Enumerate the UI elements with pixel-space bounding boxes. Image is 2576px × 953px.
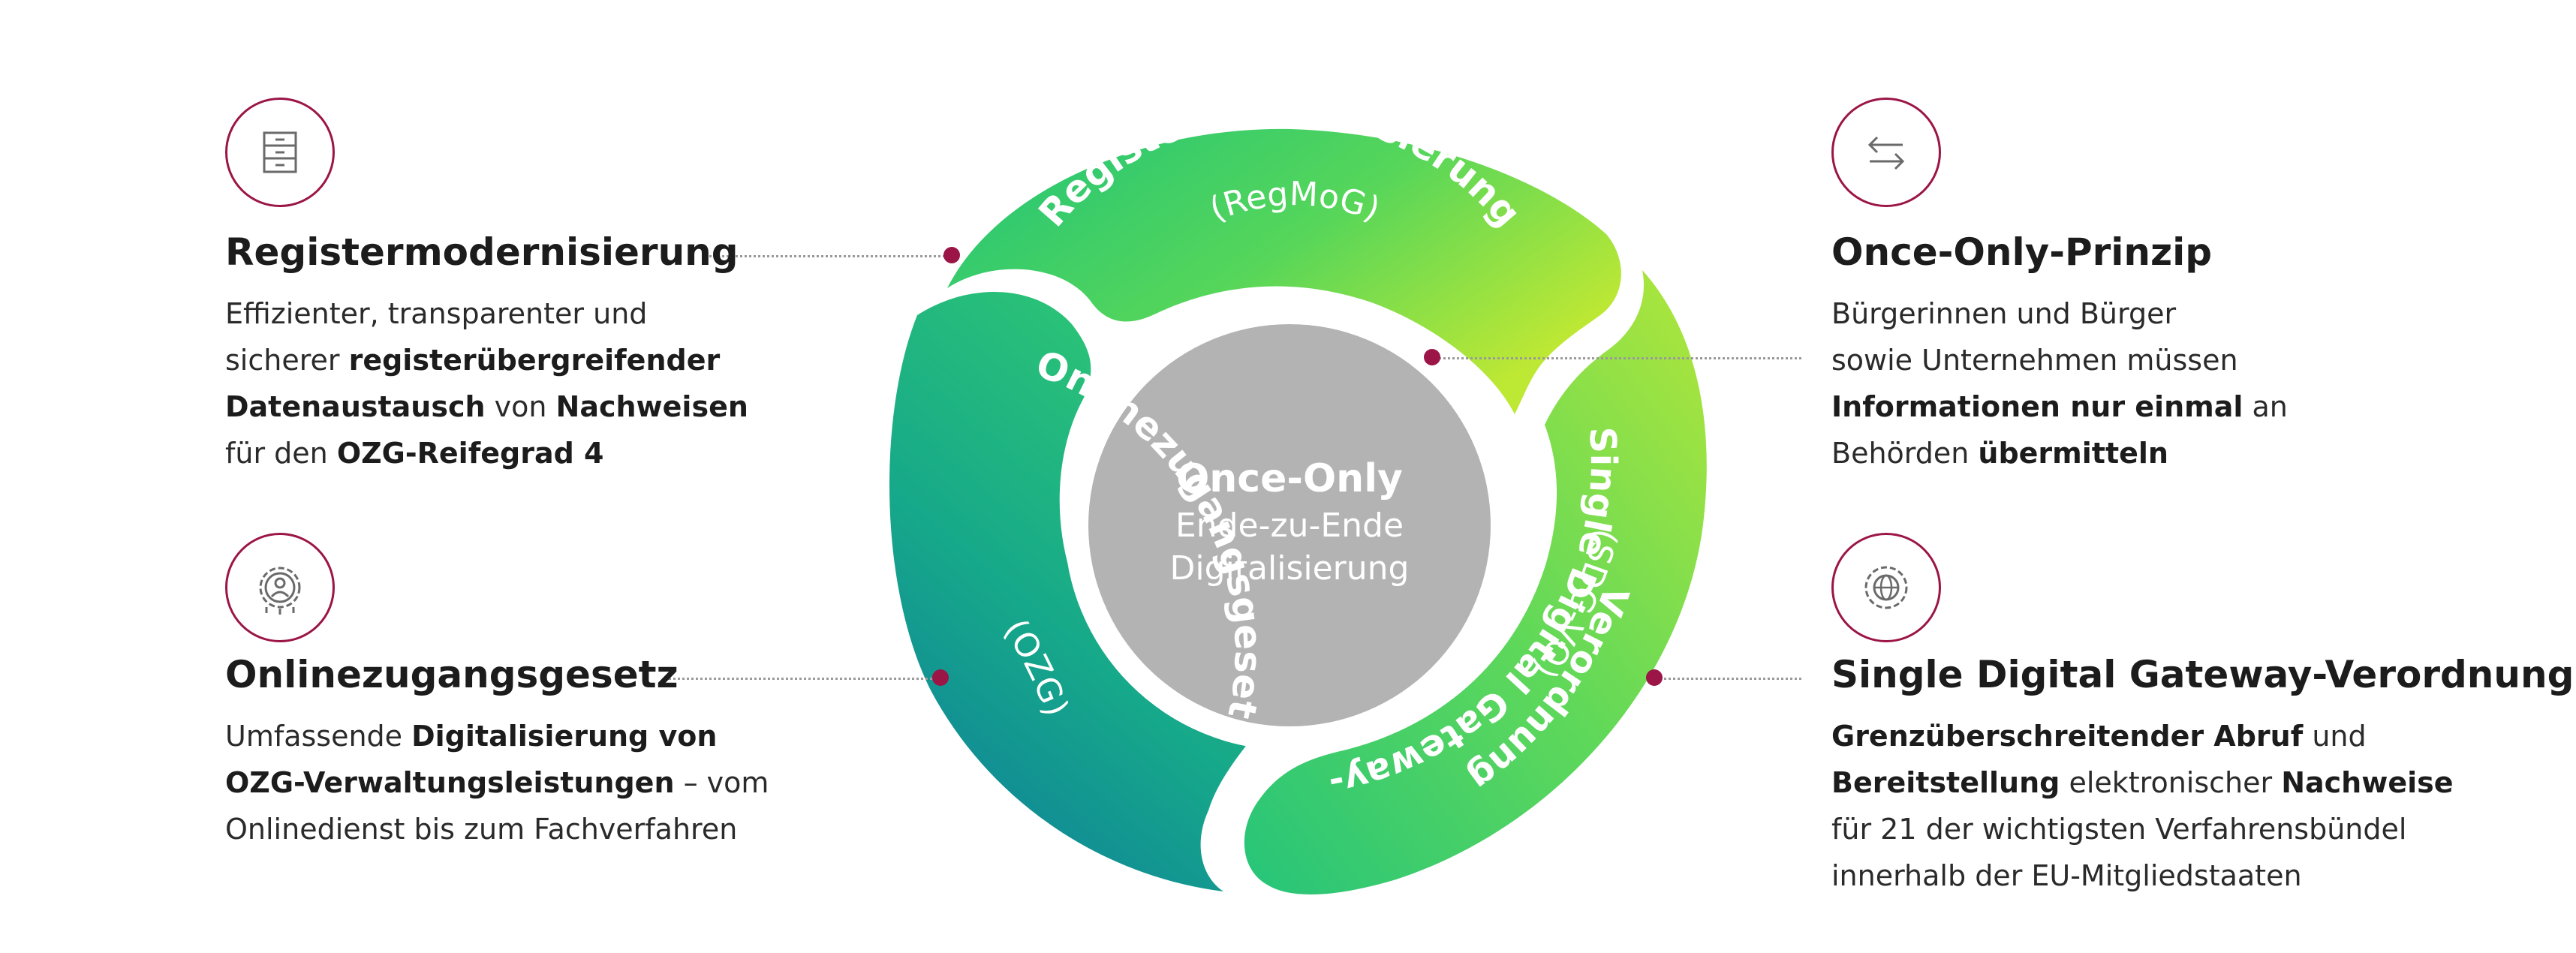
segment-registermodernisierung — [947, 128, 1621, 414]
sdg-line-4: innerhalb der EU-Mitgliedstaaten — [1831, 852, 2574, 899]
register-emphasis: OZG-Reifegrad 4 — [336, 437, 604, 470]
sdg-emphasis: Bereitstellung — [1831, 766, 2060, 799]
onceonly-emphasis: übermitteln — [1978, 437, 2168, 470]
connector-onceonly — [1434, 357, 1801, 359]
connector-dot-onceonly — [1424, 349, 1440, 365]
ozg-text: Onlinedienst bis zum Fachverfahren — [225, 813, 738, 846]
ozg-emphasis: OZG-Verwaltungsleistungen — [225, 766, 675, 799]
ozg-line-2: OZG-Verwaltungsleistungen – vom — [225, 759, 769, 806]
ozg-line-3: Onlinedienst bis zum Fachverfahren — [225, 806, 769, 852]
register-line-3: Datenaustausch von Nachweisen — [225, 383, 748, 430]
connector-ozg — [668, 678, 938, 680]
sdg-text: innerhalb der EU-Mitgliedstaaten — [1831, 859, 2302, 892]
icon-circle-ozg — [225, 533, 335, 642]
register-line-1: Effizienter, transparenter und — [225, 290, 748, 337]
icon-circle-register — [225, 98, 335, 207]
connector-dot-ozg — [932, 669, 949, 686]
onceonly-line-3: Informationen nur einmal an — [1831, 383, 2288, 430]
info-block-register: Registermodernisierung Effizienter, tran… — [225, 229, 748, 476]
ozg-title: Onlinezugangsgesetz — [225, 653, 679, 696]
sdg-line-2: Bereitstellung elektronischer Nachweise — [1831, 759, 2574, 806]
sdg-line-1: Grenzüberschreitender Abruf und — [1831, 713, 2574, 759]
sdg-text: für 21 der wichtigsten Verfahrensbündel — [1831, 813, 2407, 846]
info-block-onceonly: Once-Only-Prinzip Bürgerinnen und Bürger… — [1831, 229, 2288, 476]
segment-single-digital-gateway — [1244, 270, 1707, 894]
info-block-ozg: Onlinezugangsgesetz Umfassende Digitalis… — [225, 651, 769, 852]
ozg-emphasis: Digitalisierung von — [411, 720, 718, 753]
gear-globe-icon — [1864, 566, 1908, 609]
connector-register — [709, 255, 949, 257]
sdg-emphasis: Grenzüberschreitender Abruf — [1831, 720, 2304, 753]
ozg-line-1: Umfassende Digitalisierung von — [225, 713, 769, 759]
connector-dot-sdg — [1646, 669, 1663, 686]
sdg-text: elektronischer — [2060, 766, 2282, 799]
sdg-emphasis: Nachweise — [2281, 766, 2454, 799]
icon-circle-onceonly — [1831, 98, 1941, 207]
segment-onlinezugangsgesetz — [889, 292, 1246, 891]
sdg-title: Single Digital Gateway-Verordnung — [1831, 653, 2574, 696]
onceonly-title: Once-Only-Prinzip — [1831, 230, 2213, 274]
onceonly-line-1: Bürgerinnen und Bürger — [1831, 290, 2288, 337]
register-emphasis: Datenaustausch — [225, 390, 486, 423]
register-line-2: sicherer registerübergreifender — [225, 337, 748, 383]
register-text: für den — [225, 437, 337, 470]
onceonly-text: sowie Unternehmen müssen — [1831, 344, 2238, 377]
ozg-text: – vom — [674, 766, 769, 799]
onceonly-line-4: Behörden übermitteln — [1831, 430, 2288, 476]
ozg-text: Umfassende — [225, 720, 412, 753]
onceonly-emphasis: Informationen nur einmal — [1831, 390, 2243, 423]
filing-cabinet-icon — [263, 131, 297, 173]
connector-sdg — [1655, 678, 1801, 680]
onceonly-text: Behörden — [1831, 437, 1979, 470]
register-emphasis: registerübergreifender — [348, 344, 721, 377]
center-title: Once-Only — [1176, 456, 1403, 501]
center-circle — [1088, 324, 1491, 726]
info-block-sdg: Single Digital Gateway-Verordnung Grenzü… — [1831, 651, 2574, 899]
register-text: Effizienter, transparenter und — [225, 297, 648, 330]
sdg-text: und — [2303, 720, 2367, 753]
register-text: von — [485, 390, 556, 423]
onceonly-text: an — [2243, 390, 2288, 423]
onceonly-text: Bürgerinnen und Bürger — [1831, 297, 2177, 330]
register-text: sicherer — [225, 344, 349, 377]
center-line2: Digitalisierung — [1170, 549, 1410, 588]
icon-circle-sdg — [1831, 533, 1941, 642]
register-emphasis: Nachweisen — [555, 390, 748, 423]
sdg-line-3: für 21 der wichtigsten Verfahrensbündel — [1831, 806, 2574, 852]
exchange-arrows-icon — [1867, 136, 1905, 170]
register-title: Registermodernisierung — [225, 230, 739, 274]
onceonly-line-2: sowie Unternehmen müssen — [1831, 337, 2288, 383]
connector-dot-register — [943, 247, 960, 263]
register-line-4: für den OZG-Reifegrad 4 — [225, 430, 748, 476]
center-line1: Ende-zu-Ende — [1175, 507, 1404, 545]
gear-person-icon — [259, 567, 301, 615]
